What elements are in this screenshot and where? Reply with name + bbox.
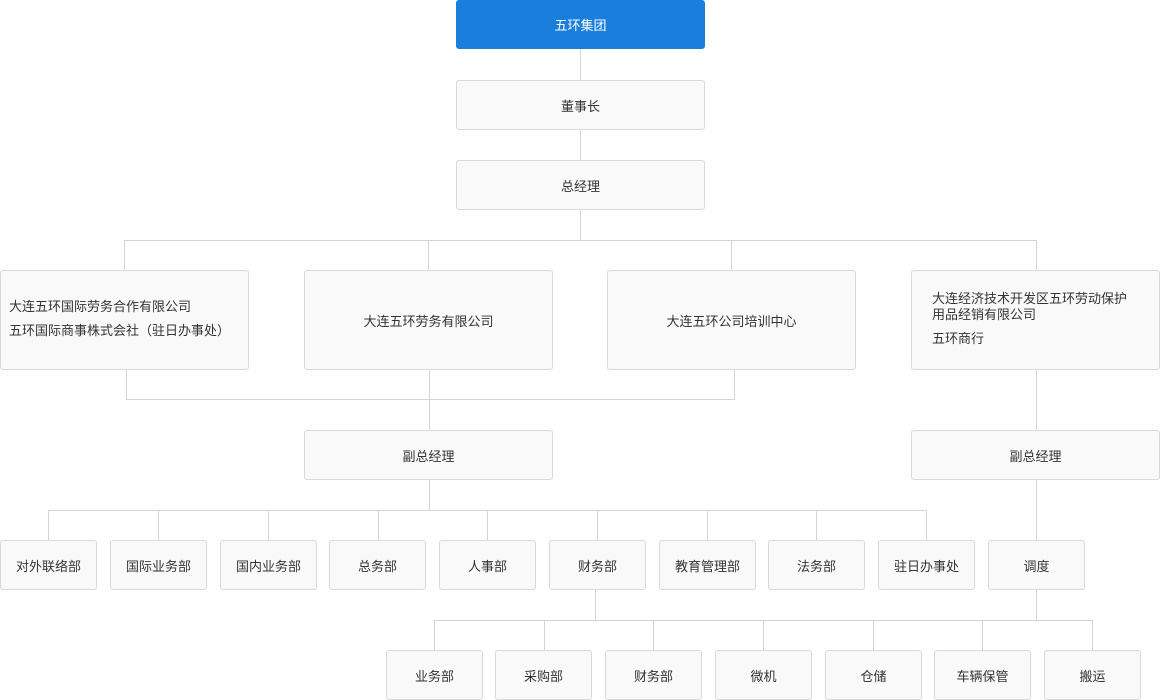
node-dept-education[interactable]: 教育管理部	[659, 540, 756, 590]
company-3-label: 大连五环公司培训中心	[666, 314, 797, 330]
node-root[interactable]: 五环集团	[456, 0, 705, 49]
node-dept-dispatch[interactable]: 调度	[988, 540, 1085, 590]
node-dept-finance[interactable]: 财务部	[549, 540, 646, 590]
company-1-line-2: 五环国际商事株式会社（驻日办事处）	[9, 324, 231, 339]
node-unit-vehicle-storage[interactable]: 车辆保管	[934, 650, 1031, 700]
node-dept-external-liaison[interactable]: 对外联络部	[0, 540, 97, 590]
node-unit-finance[interactable]: 财务部	[605, 650, 702, 700]
node-deputy-manager-2[interactable]: 副总经理	[911, 430, 1160, 480]
node-dept-legal[interactable]: 法务部	[768, 540, 865, 590]
node-unit-computer[interactable]: 微机	[715, 650, 812, 700]
company-4-line-2: 用品经销有限公司	[932, 308, 1037, 323]
node-general-manager[interactable]: 总经理	[456, 160, 705, 210]
node-company-1[interactable]: 大连五环国际劳务合作有限公司 五环国际商事株式会社（驻日办事处）	[0, 270, 249, 370]
company-4-line-1: 大连经济技术开发区五环劳动保护	[932, 292, 1128, 307]
company-1-line-1: 大连五环国际劳务合作有限公司	[9, 300, 192, 315]
connector-finance-tail	[595, 589, 645, 621]
node-chairman[interactable]: 董事长	[456, 80, 705, 130]
node-unit-warehouse[interactable]: 仓储	[825, 650, 922, 700]
node-dept-general-affairs[interactable]: 总务部	[329, 540, 426, 590]
node-dept-hr[interactable]: 人事部	[439, 540, 536, 590]
company-4-line-3: 五环商行	[932, 332, 985, 347]
node-unit-transport[interactable]: 搬运	[1044, 650, 1141, 700]
node-dept-japan-office[interactable]: 驻日办事处	[878, 540, 975, 590]
node-unit-business[interactable]: 业务部	[386, 650, 483, 700]
node-dept-domestic-business[interactable]: 国内业务部	[220, 540, 317, 590]
node-unit-purchasing[interactable]: 采购部	[495, 650, 592, 700]
connector-merge-left	[126, 369, 735, 400]
node-dept-international-business[interactable]: 国际业务部	[110, 540, 207, 590]
company-2-label: 大连五环劳务有限公司	[363, 314, 494, 330]
node-company-2[interactable]: 大连五环劳务有限公司	[304, 270, 553, 370]
node-company-4[interactable]: 大连经济技术开发区五环劳动保护 用品经销有限公司 五环商行	[911, 270, 1160, 370]
node-company-3[interactable]: 大连五环公司培训中心	[607, 270, 856, 370]
node-deputy-manager-1[interactable]: 副总经理	[304, 430, 553, 480]
